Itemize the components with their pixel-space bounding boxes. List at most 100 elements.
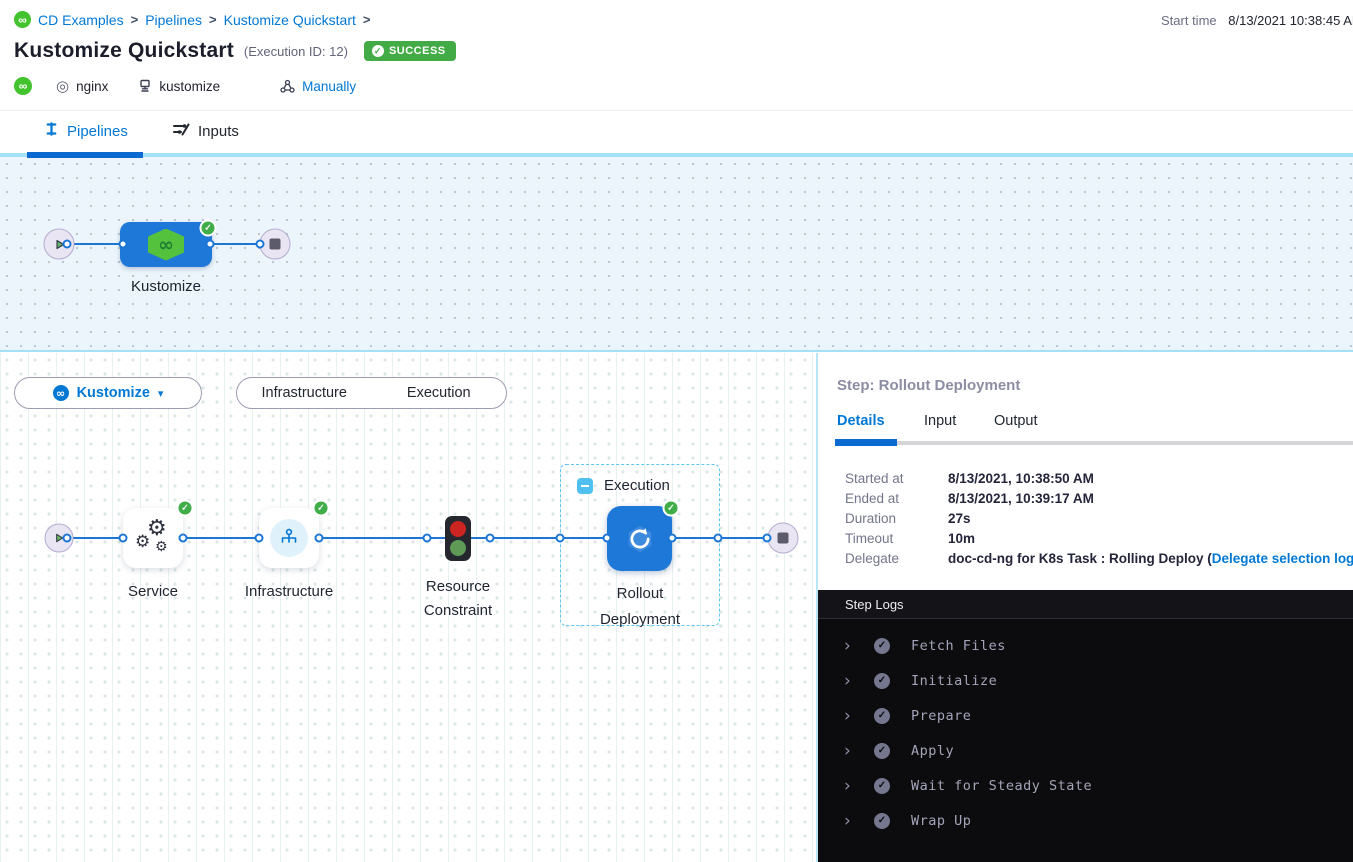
bottom-split: ∞ Kustomize ▾ Infrastructure Execution E… [0,353,1353,862]
stage-selector-label: Kustomize [76,385,150,401]
step-logs-header: Step Logs [818,590,1353,619]
edge-connector [255,239,265,249]
tabbar-divider [0,153,1353,157]
infrastructure-icon [270,519,308,557]
edge-line [67,243,123,245]
detail-value: 8/13/2021, 10:38:50 AM [948,471,1094,486]
detail-row-delegate: Delegate doc-cd-ng for K8s Task : Rollin… [845,549,1353,569]
execution-group-header[interactable]: Execution [577,477,670,494]
log-section-label: Wrap Up [911,812,972,829]
step-panel-title: Step: Rollout Deployment [837,377,1021,394]
log-section-row[interactable]: › ✓ Initialize [818,663,1353,698]
gears-icon: ⚙⚙⚙ [135,516,168,555]
meta-row: ∞ ◎ nginx kustomize Manually [14,77,356,95]
detail-label: Ended at [845,491,900,506]
step-details-list: Started at 8/13/2021, 10:38:50 AM Ended … [845,469,1353,569]
log-section-row[interactable]: › ✓ Fetch Files [818,628,1353,663]
pipelines-icon [44,121,59,141]
tab-input[interactable]: Input [924,413,957,429]
delegate-value: doc-cd-ng for K8s Task : Rolling Deploy … [948,549,1353,569]
step-label-rollout-deployment: Rollout Deployment [599,585,681,628]
detail-value: 10m [948,531,976,546]
environment-name: kustomize [159,78,221,94]
delegate-selection-logs-link[interactable]: Delegate selection logs [1211,551,1353,566]
edge-connector [205,239,215,249]
edge-connector [314,533,324,543]
log-section-label: Fetch Files [911,637,1006,654]
step-label-infrastructure: Infrastructure [244,583,334,600]
breadcrumb: ∞ CD Examples > Pipelines > Kustomize Qu… [14,11,370,28]
breadcrumb-kustomize-quickstart[interactable]: Kustomize Quickstart [223,11,356,28]
breadcrumb-pipelines[interactable]: Pipelines [145,11,203,28]
step-success-badge-icon: ✓ [176,499,194,517]
tab-inputs[interactable]: Inputs [172,121,239,141]
log-section-row[interactable]: › ✓ Prepare [818,698,1353,733]
detail-row: Duration 27s [845,509,1353,529]
chevron-right-icon[interactable]: › [844,635,851,656]
step-logs-title: Step Logs [845,596,904,612]
stage-selector-dropdown[interactable]: ∞ Kustomize ▾ [14,377,202,409]
log-section-row[interactable]: › ✓ Wait for Steady State [818,768,1353,803]
chevron-right-icon[interactable]: › [844,775,851,796]
toggle-infrastructure[interactable]: Infrastructure [261,385,347,401]
edge-connector [667,533,677,543]
step-node-resource-constraint[interactable] [445,516,471,561]
edge-connector [713,533,723,543]
chevron-right-icon[interactable]: › [844,740,851,761]
inputs-icon [172,121,190,141]
trigger-type-link[interactable]: Manually [302,78,357,94]
log-section-row[interactable]: › ✓ Apply [818,733,1353,768]
chevron-right-icon[interactable]: › [844,810,851,831]
trigger-icon [280,79,295,93]
chevron-right-icon[interactable]: › [844,705,851,726]
log-success-icon: ✓ [874,812,890,829]
edge-connector [555,533,565,543]
pipeline-stage-canvas: ∞ ✓ Kustomize [0,157,1353,352]
stage-node-kustomize[interactable]: ∞ [120,222,212,267]
execution-end-node[interactable] [767,522,799,554]
chevron-right-icon[interactable]: › [844,670,851,691]
stage-success-badge-icon: ✓ [199,219,217,237]
step-node-service[interactable]: ⚙⚙⚙ [123,508,183,568]
log-success-icon: ✓ [874,672,890,689]
harness-logo-icon: ∞ [14,77,32,95]
edge-connector [178,533,188,543]
step-success-badge-icon: ✓ [312,499,330,517]
harness-logo-icon: ∞ [52,385,69,401]
step-node-infrastructure[interactable] [259,508,319,568]
execution-id: (Execution ID: 12) [243,43,348,59]
toggle-execution[interactable]: Execution [406,385,471,401]
page-title: Kustomize Quickstart [14,39,234,62]
execution-start-node[interactable] [44,523,74,553]
edge-connector [254,533,264,543]
edge-connector [118,533,128,543]
step-panel-tabs: Details Input Output [818,411,1353,446]
rollout-refresh-icon [628,525,651,552]
tab-details[interactable]: Details [837,413,885,429]
tab-output[interactable]: Output [994,413,1038,429]
edge-line [210,243,260,245]
log-section-row[interactable]: › ✓ Wrap Up [818,803,1353,838]
stage-label: Kustomize [130,278,202,295]
stop-icon [269,238,281,250]
play-icon [55,239,64,249]
collapse-icon[interactable] [577,477,593,494]
start-time: Start time 8/13/2021 10:38:45 AM [1161,13,1353,28]
step-logs-panel: Step Logs › ✓ Fetch Files › ✓ Initialize… [818,590,1353,862]
step-label-service: Service [127,583,179,600]
tab-pipelines[interactable]: Pipelines [44,121,128,141]
breadcrumb-cd-examples[interactable]: CD Examples [38,11,124,28]
play-icon [56,533,64,543]
title-row: Kustomize Quickstart (Execution ID: 12) … [14,39,456,63]
harness-logo-icon: ∞ [14,11,31,28]
start-time-value: 8/13/2021 10:38:45 AM [1228,13,1353,28]
tabs-divider [835,441,1353,445]
view-toggle: Infrastructure Execution [236,377,507,409]
edge-connector [602,533,612,543]
step-node-rollout-deployment[interactable] [607,506,672,571]
log-section-label: Wait for Steady State [911,777,1093,794]
detail-label: Started at [845,471,904,486]
chevron-down-icon: ▾ [157,386,164,400]
log-success-icon: ✓ [874,777,890,794]
